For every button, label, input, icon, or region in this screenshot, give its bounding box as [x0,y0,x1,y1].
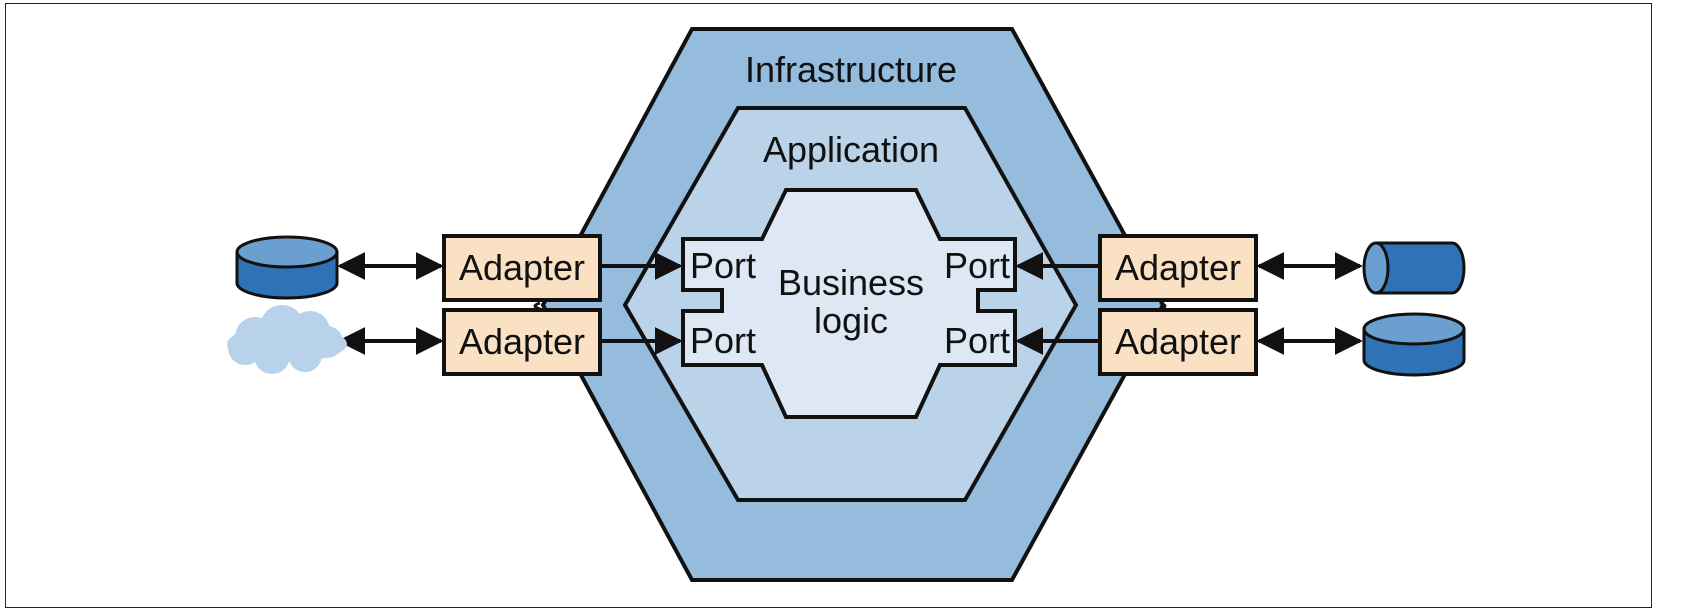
business-logic-label: Business [778,262,924,303]
adapter-right-bottom-label: Adapter [1115,321,1241,362]
adapter-right-top: Adapter [1098,234,1258,302]
database-icon [235,235,339,300]
infrastructure-label: Infrastructure [745,49,957,90]
business-logic-label-line2: logic [814,300,888,341]
adapter-left-bottom-label: Adapter [459,321,585,362]
port-right-top: Port [944,245,1010,286]
application-label: Application [763,129,939,170]
port-left-bottom: Port [690,320,756,361]
port-right-bottom: Port [944,320,1010,361]
port-left-top: Port [690,245,756,286]
adapter-left-bottom: Adapter [442,308,602,376]
database-icon-right [1362,312,1466,377]
cloud-icon [227,305,347,374]
business-logic-hexagon [681,188,1017,419]
cylinder-icon [1362,241,1466,295]
adapter-left-top: Adapter [442,234,602,302]
adapter-right-bottom: Adapter [1098,308,1258,376]
adapter-right-top-label: Adapter [1115,247,1241,288]
adapter-left-top-label: Adapter [459,247,585,288]
